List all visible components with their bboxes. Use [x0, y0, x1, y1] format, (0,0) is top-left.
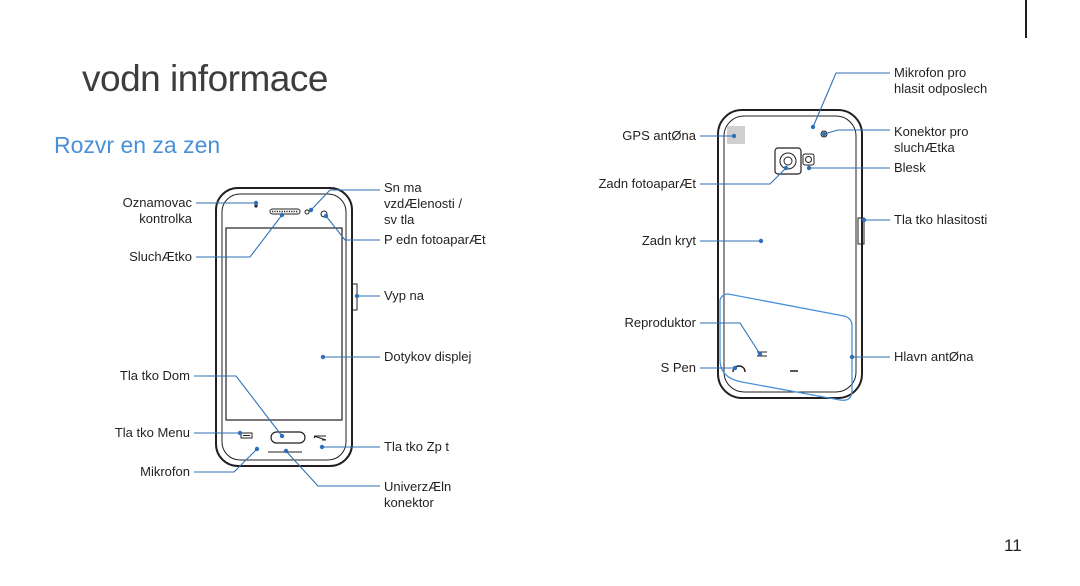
label-back-cover: Zadn kryt	[641, 233, 696, 248]
back-phone-illustration	[717, 109, 865, 399]
label-back-key: Tla tko Zp t	[384, 439, 450, 454]
label-home-key: Tla tko Dom	[119, 368, 190, 383]
label-notification-led: Oznamovac kontrolka	[122, 195, 192, 226]
label-flash: Blesk	[894, 160, 926, 175]
label-s-pen: S Pen	[660, 360, 696, 375]
label-gps-antenna: GPS antØna	[622, 128, 696, 143]
back-leader-lines	[700, 72, 890, 369]
label-usb-port: UniverzÆln konektor	[384, 479, 452, 510]
label-microphone: Mikrofon	[140, 464, 190, 479]
front-leader-lines	[194, 189, 380, 487]
label-speakerphone-mic: Mikrofon pro hlasit odposlech	[894, 65, 988, 96]
section-title: Rozvr en za zen	[54, 132, 221, 158]
front-leader-dots	[237, 200, 360, 454]
label-menu-key: Tla tko Menu	[114, 425, 190, 440]
label-touchscreen: Dotykov displej	[384, 349, 472, 364]
page-number: 11	[1004, 536, 1022, 555]
back-leader-dots	[731, 124, 867, 371]
page-edge-marker	[1025, 0, 1027, 38]
label-speaker: Reproduktor	[624, 315, 696, 330]
label-volume-key: Tla tko hlasitosti	[894, 212, 988, 227]
label-rear-camera: Zadn fotoaparÆt	[598, 176, 696, 191]
label-headset-jack: Konektor pro sluchÆtka	[894, 124, 969, 155]
page-title: vodn informace	[82, 58, 328, 99]
label-earpiece: SluchÆtko	[129, 249, 192, 264]
main-antenna-region	[719, 293, 853, 401]
label-proximity-sensor: Sn ma vzdÆlenosti / sv tla	[384, 180, 463, 227]
label-front-camera: P edn fotoaparÆt	[384, 232, 486, 247]
label-main-antenna: Hlavn antØna	[894, 349, 974, 364]
label-power-key: Vyp na	[384, 288, 424, 303]
front-phone-illustration	[215, 187, 358, 467]
